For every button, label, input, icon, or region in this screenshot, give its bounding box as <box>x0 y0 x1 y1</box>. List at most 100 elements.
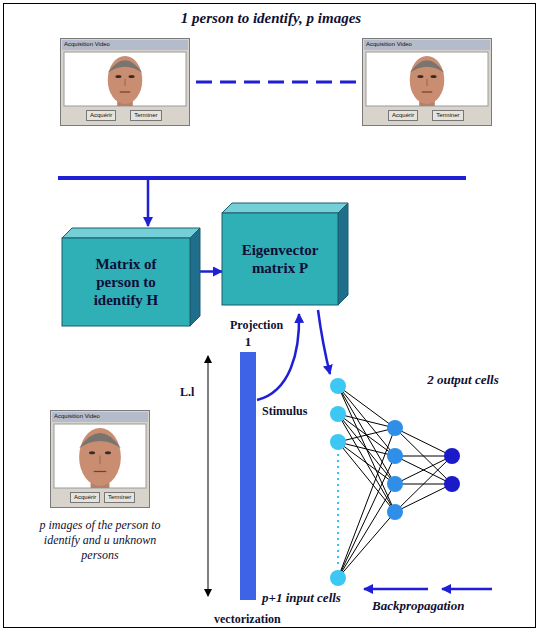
button-text: Terminer <box>108 494 131 501</box>
synapse-line <box>338 512 395 578</box>
dimension-label: L.l <box>180 385 194 399</box>
box-side-face <box>338 203 348 305</box>
eye <box>115 75 121 78</box>
button-text: Terminer <box>134 112 157 119</box>
step-label: Projection <box>230 318 283 332</box>
title-bar <box>62 40 188 50</box>
dimension-arrow <box>208 356 209 596</box>
window-title: Acquisition Video <box>366 41 412 48</box>
window-frame <box>51 411 150 508</box>
mouth <box>94 471 107 472</box>
input-cell <box>330 570 346 586</box>
window-button: Acquérir <box>70 492 100 503</box>
synapse-line <box>338 484 395 578</box>
eye <box>89 451 95 454</box>
synapse-line <box>395 456 452 484</box>
synapse-line <box>338 442 395 456</box>
collect-line <box>58 176 466 180</box>
video-window: Acquisition VideoAcquérir Terminer <box>362 38 492 126</box>
window-button: Terminer <box>130 110 161 121</box>
box-side-face <box>190 228 200 326</box>
window-button: Acquérir <box>86 110 116 121</box>
box-front-face <box>222 213 338 305</box>
window-title: Acquisition Video <box>64 41 110 48</box>
down-arrow <box>147 180 150 226</box>
synapse-line <box>395 456 452 457</box>
button-text: Acquérir <box>392 112 414 119</box>
window-button: Terminer <box>432 110 463 121</box>
input-cell <box>330 434 346 450</box>
window-drawing <box>362 38 492 126</box>
synapse-line <box>338 386 395 484</box>
backprop-arrow <box>364 588 428 591</box>
hair <box>108 60 143 73</box>
synapse-line <box>338 428 395 578</box>
button-text: Terminer <box>436 112 459 119</box>
nose <box>125 79 126 86</box>
face <box>108 56 143 104</box>
step-label: Backpropagation <box>372 598 464 613</box>
nose <box>100 456 101 465</box>
button-text: Acquérir <box>74 494 96 501</box>
input-cell <box>330 406 346 422</box>
box-text-group: Matrix of person to identify H <box>76 255 176 309</box>
box-top-face <box>222 203 348 213</box>
synapse-line <box>338 386 395 512</box>
synapse-line <box>338 386 395 456</box>
synapse-line <box>395 456 452 484</box>
hidden-cell <box>387 420 403 436</box>
matrix-box: Eigenvector matrix P <box>222 213 338 305</box>
box-front-face <box>62 238 190 326</box>
title-bar <box>52 412 148 422</box>
window-button: Acquérir <box>388 110 418 121</box>
window-drawing <box>60 38 190 126</box>
layer-label: p+1 input cells <box>262 590 341 605</box>
dashed-line <box>196 81 356 84</box>
synapse-line <box>395 456 452 512</box>
eye <box>105 451 111 454</box>
dimension-label: 1 <box>238 334 258 349</box>
hair <box>79 433 121 448</box>
window-title: Acquisition Video <box>54 413 100 420</box>
dotted-inputs <box>337 454 339 566</box>
video-area <box>366 52 488 106</box>
nose <box>427 79 428 86</box>
hair <box>410 60 445 73</box>
backprop-arrow <box>442 588 492 591</box>
title-bar <box>364 40 490 50</box>
window-frame <box>363 39 492 126</box>
video-area <box>64 52 186 106</box>
synapse-line <box>395 428 452 484</box>
video-window: Acquisition VideoAcquérir Terminer <box>50 410 150 508</box>
box-top-face <box>62 228 200 238</box>
synapse-line <box>338 414 395 428</box>
output-cell <box>444 476 460 492</box>
step-label: vectorization <box>214 612 281 626</box>
face <box>79 428 121 486</box>
box-text: Matrix of person to identify H <box>76 255 176 309</box>
output-cell <box>444 448 460 464</box>
mouth <box>422 91 432 92</box>
note-text: p images of the person to identify and u… <box>28 518 172 563</box>
synapse-line <box>338 428 395 442</box>
neural-network <box>330 378 460 586</box>
video-area <box>54 424 146 488</box>
hidden-cell <box>387 476 403 492</box>
window-frame <box>61 39 190 126</box>
input-cell <box>330 378 346 394</box>
synapse-line <box>395 484 452 512</box>
stimulus-curve <box>318 310 330 374</box>
vector-bar <box>240 352 256 600</box>
button-text: Acquérir <box>90 112 112 119</box>
mouth <box>120 91 130 92</box>
eye <box>417 75 423 78</box>
eye <box>431 75 437 78</box>
synapse-line <box>395 428 452 456</box>
box-text: Eigenvector matrix P <box>236 241 324 277</box>
video-window: Acquisition VideoAcquérir Terminer <box>60 38 190 126</box>
synapse-line <box>338 456 395 578</box>
hidden-cell <box>387 448 403 464</box>
matrix-box: Matrix of person to identify H <box>62 238 190 326</box>
eye <box>129 75 135 78</box>
